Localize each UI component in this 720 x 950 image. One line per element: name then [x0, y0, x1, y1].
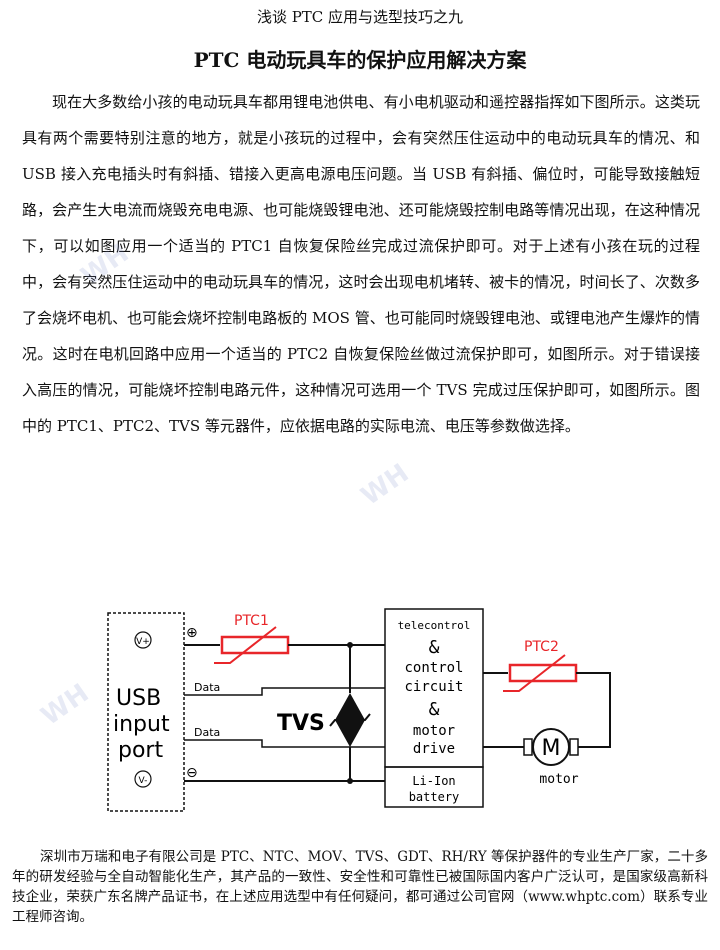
- vplus-label: V+: [136, 637, 150, 647]
- tvs-diode-lower: [335, 720, 365, 747]
- ptc2-slash: [503, 654, 566, 692]
- ctrl-line2: &: [429, 637, 440, 658]
- usb-port-box: [107, 612, 185, 812]
- page-title: PTC 电动玩具车的保护应用解决方案: [193, 48, 527, 72]
- motor-symbol: M: [542, 736, 561, 761]
- plus-sign: ⊕: [186, 625, 198, 641]
- usb-label: USB: [116, 686, 161, 711]
- ptc1-label: PTC1: [234, 613, 269, 629]
- motor-terminal-left: [523, 738, 533, 756]
- battery-box: [384, 766, 484, 808]
- tvs-label: TVS: [277, 711, 325, 736]
- ctrl-line5: &: [429, 699, 440, 720]
- ptc1-resistor: [220, 635, 290, 655]
- ctrl-line7: drive: [413, 741, 455, 757]
- vplus-terminal: [134, 631, 152, 649]
- vminus-terminal: [134, 770, 152, 788]
- data2-label: Data: [194, 726, 220, 739]
- usb-port-label: port: [118, 738, 163, 763]
- motor-terminal-right: [569, 738, 579, 756]
- data1-label: Data: [194, 681, 220, 694]
- minus-sign: ⊖: [186, 765, 198, 781]
- vminus-label: V-: [139, 776, 148, 786]
- motor-label: motor: [539, 772, 578, 787]
- battery-line1: Li-Ion: [412, 774, 455, 788]
- ptc2-label: PTC2: [524, 639, 559, 655]
- battery-line2: battery: [409, 790, 460, 804]
- usb-input-label: input: [113, 712, 170, 737]
- watermark-logo: WH: [355, 458, 415, 512]
- ctrl-line6: motor: [413, 723, 455, 739]
- ptc1-slash: [214, 626, 277, 664]
- ctrl-line4: circuit: [404, 679, 463, 695]
- circuit-diagram: V+ V- USB input port ⊕ PTC1 Data Data ⊖ …: [107, 608, 611, 812]
- ctrl-line3: control: [404, 660, 463, 676]
- company-footer: 深圳市万瑞和电子有限公司是 PTC、NTC、MOV、TVS、GDT、RH/RY …: [12, 849, 708, 925]
- body-paragraph: 现在大多数给小孩的电动玩具车都用锂电池供电、有小电机驱动和遥控器指挥如下图所示。…: [22, 93, 700, 435]
- motor-icon: [532, 728, 570, 766]
- tvs-diode-upper: [335, 693, 365, 720]
- ctrl-line1: telecontrol: [398, 619, 471, 632]
- series-title: 浅谈 PTC 应用与选型技巧之九: [256, 8, 464, 26]
